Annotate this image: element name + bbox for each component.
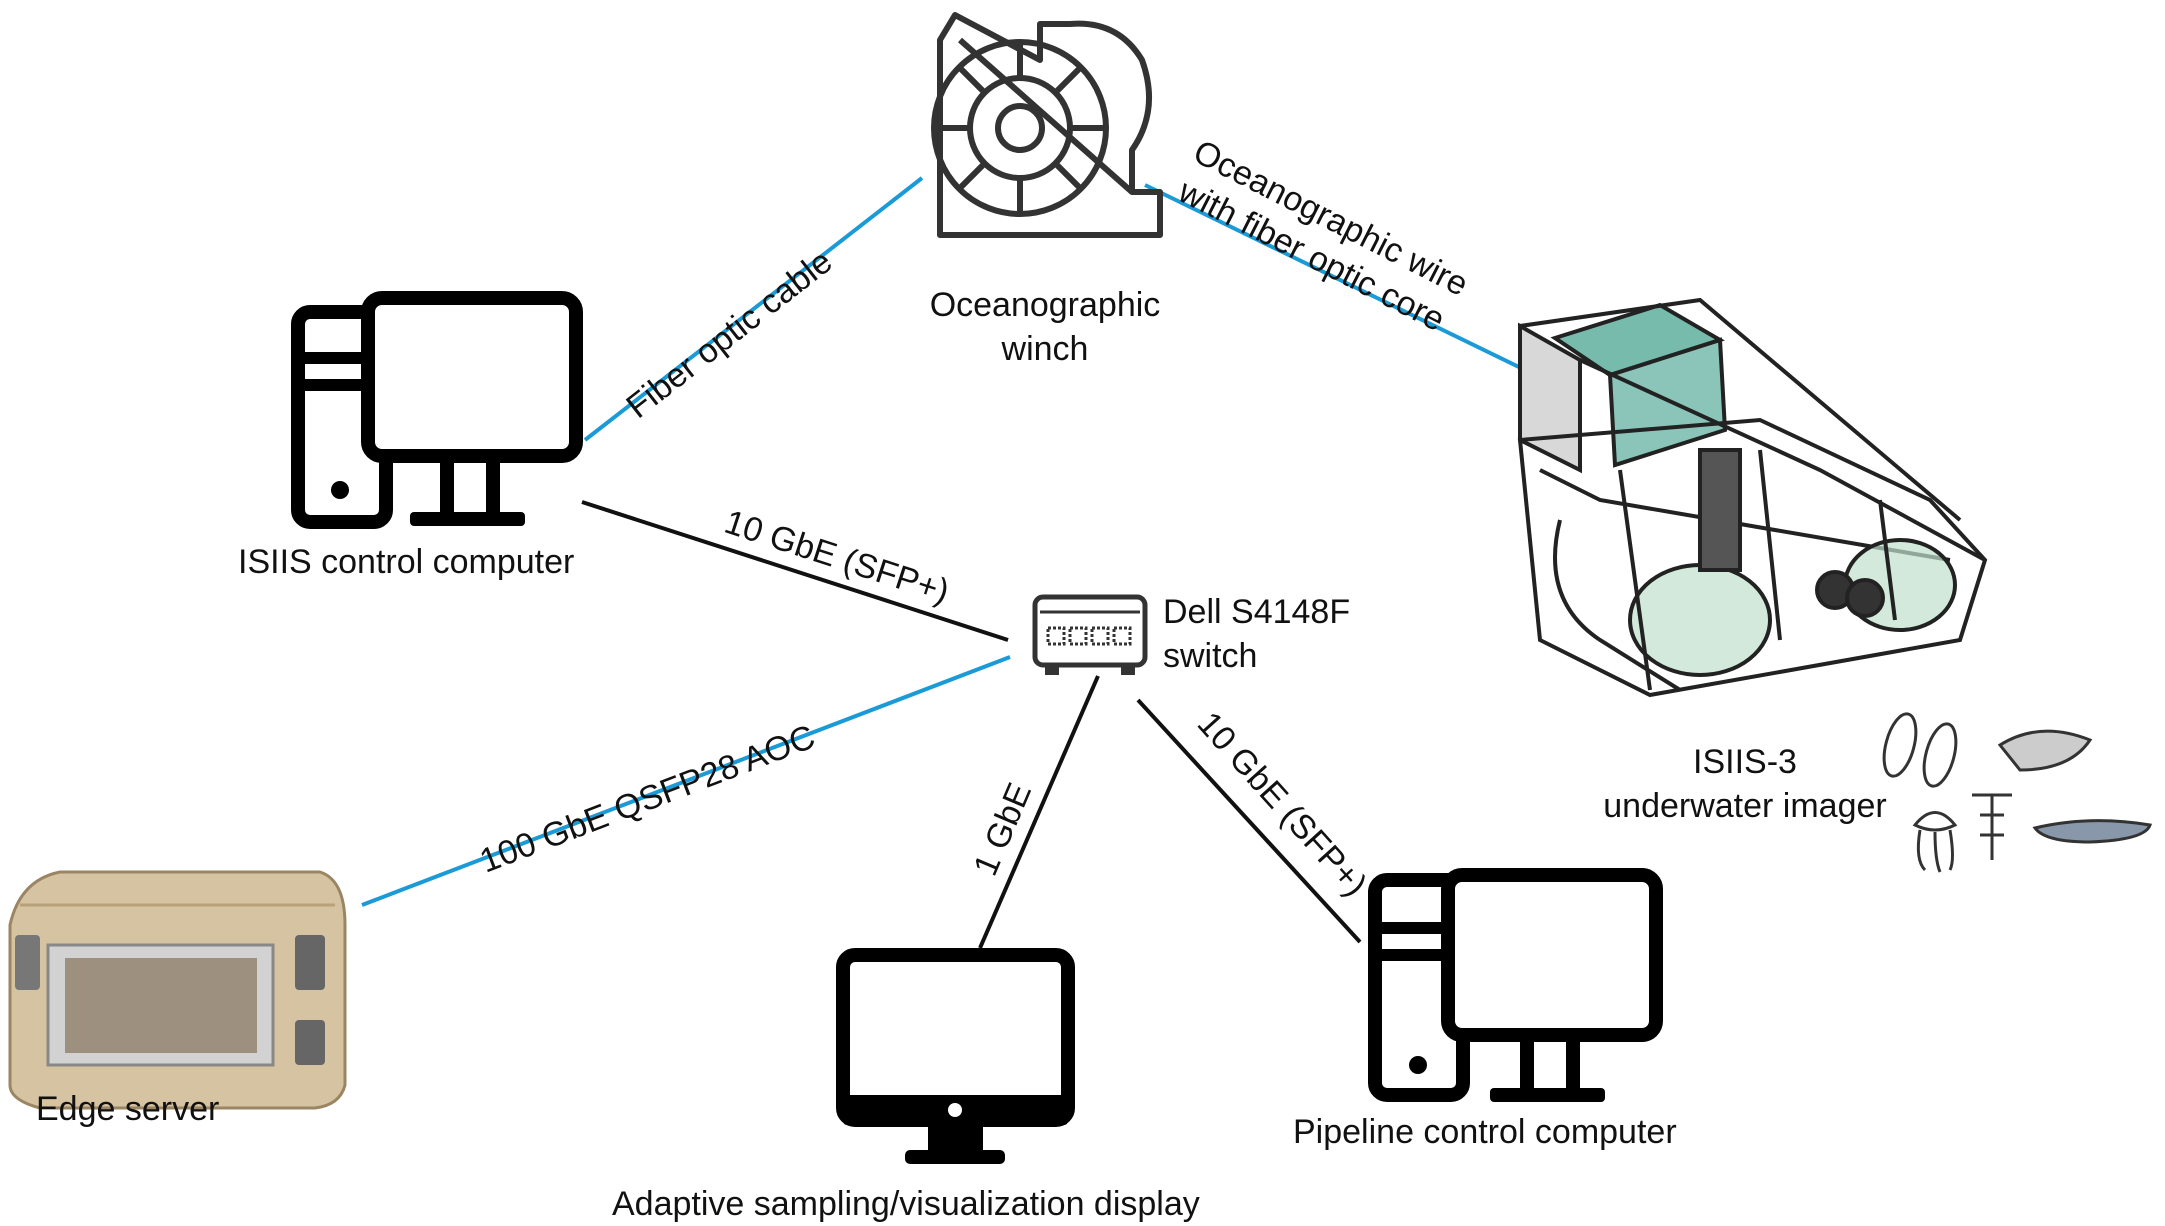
imager-label-line1: ISIIS-3	[1693, 743, 1797, 781]
isiis-computer-label: ISIIS control computer	[238, 543, 575, 581]
display-icon	[836, 948, 1075, 1164]
edge-switch-line	[361, 655, 1011, 907]
plankton-illustrations	[1882, 712, 2152, 873]
winch-label: Oceanographic winch	[905, 283, 1185, 371]
edge-server-label: Edge server	[36, 1090, 220, 1128]
isiis-imager-illustration	[1517, 297, 1988, 698]
switch-label: Dell S4148F switch	[1163, 590, 1350, 678]
pipeline-computer-label: Pipeline control computer	[1293, 1113, 1677, 1151]
edge-server-illustration	[8, 870, 347, 1110]
switch-label-line1: Dell S4148F	[1163, 593, 1351, 631]
imager-label: ISIIS-3 underwater imager	[1545, 740, 1945, 828]
imager-label-line2: underwater imager	[1603, 787, 1887, 825]
pipeline-switch-line	[1136, 698, 1362, 944]
oceanographic-wire-line	[1144, 183, 1526, 372]
switch-label-line2: switch	[1163, 637, 1258, 675]
winch-label-line2: winch	[1001, 330, 1089, 368]
winch-label-line1: Oceanographic	[929, 286, 1161, 324]
pipeline-computer-icon	[1368, 868, 1663, 1102]
isiis-computer-icon	[291, 291, 583, 529]
winch-icon	[931, 12, 1163, 238]
display-switch-line	[978, 675, 1100, 949]
isiis-switch-line	[581, 500, 1009, 642]
display-label: Adaptive sampling/visualization display	[612, 1185, 1200, 1223]
fiber-optic-cable-line	[583, 176, 924, 442]
switch-icon	[1032, 594, 1148, 675]
